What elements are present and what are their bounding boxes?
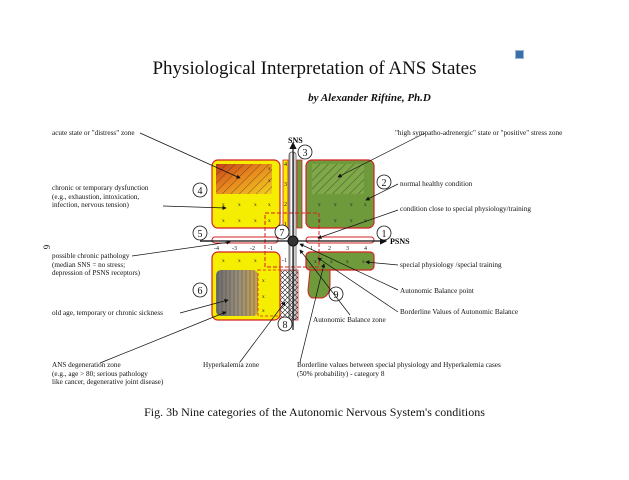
svg-text:x: x — [350, 202, 353, 208]
zone-number-2: 2 — [382, 178, 387, 189]
svg-text:x: x — [262, 308, 265, 314]
zone-number-4: 4 — [198, 186, 203, 197]
svg-text:x: x — [362, 259, 365, 265]
corner-marker-icon — [515, 50, 524, 59]
psns-tick: -1 — [268, 246, 273, 252]
sns-tick: -1 — [282, 258, 287, 264]
label-balance-point: Autonomic Balance point — [400, 287, 474, 295]
svg-text:x: x — [254, 218, 257, 224]
svg-text:x: x — [222, 258, 225, 264]
author-line: by Alexander Riftine, Ph.D — [308, 92, 431, 104]
psns-tick: -2 — [250, 246, 255, 252]
label-hyperkalemia-zone: Hyperkalemia zone — [203, 361, 260, 369]
svg-text:x: x — [318, 202, 321, 208]
svg-text:x: x — [364, 202, 367, 208]
label-line: ANS degeneration zone — [52, 361, 121, 369]
svg-text:x: x — [268, 166, 271, 172]
svg-text:x: x — [350, 218, 353, 224]
autonomic-balance-point — [287, 235, 299, 247]
label-line: possible chronic pathology — [52, 252, 130, 260]
zone-number-8: 8 — [283, 320, 288, 331]
page-title: Physiological Interpretation of ANS Stat… — [152, 58, 477, 79]
label-balance-zone: Autonomic Balance zone — [313, 316, 386, 324]
psns-tick: 3 — [346, 246, 349, 252]
label-special-physiology: special physiology /special training — [400, 261, 502, 269]
svg-text:x: x — [268, 178, 271, 184]
label-acute-zone: acute state or "distress" zone — [52, 129, 135, 137]
svg-text:x: x — [268, 202, 271, 208]
zone-5-strip — [211, 236, 279, 244]
label-line: chronic or temporary dysfunction — [52, 184, 149, 192]
zone-number-6: 6 — [198, 286, 203, 297]
svg-text:x: x — [330, 259, 333, 265]
svg-text:x: x — [254, 202, 257, 208]
label-line: infection, nervous tension) — [52, 201, 129, 210]
label-chronic-dysfunction: chronic or temporary dysfunction (e.g., … — [52, 184, 148, 210]
psns-tick: 1 — [310, 246, 313, 252]
svg-text:x: x — [262, 278, 265, 284]
sns-tick: 1 — [284, 222, 287, 228]
svg-text:x: x — [314, 259, 317, 265]
label-possible-chronic: possible chronic pathology (median SNS =… — [52, 252, 140, 278]
svg-text:x: x — [222, 202, 225, 208]
svg-text:x: x — [318, 218, 321, 224]
zone-number-5: 5 — [198, 229, 203, 240]
sns-tick: 2 — [284, 202, 287, 208]
figure-caption: Fig. 3b Nine categories of the Autonomic… — [144, 405, 485, 419]
sns-tick: 4 — [284, 162, 287, 168]
svg-text:x: x — [254, 258, 257, 264]
label-normal-condition: normal healthy condition — [400, 180, 473, 188]
psns-tick: -4 — [214, 246, 219, 252]
svg-text:x: x — [364, 218, 367, 224]
psns-axis-label: PSNS — [390, 237, 410, 246]
zone-1-strip — [305, 236, 375, 244]
psns-tick: 2 — [328, 246, 331, 252]
label-old-age: old age, temporary or chronic sickness — [52, 309, 163, 317]
label-close-special: condition close to special physiology/tr… — [400, 205, 531, 213]
label-borderline-special: Borderline values between special physio… — [297, 361, 501, 378]
label-high-stress-zone: "high sympatho-adrenergic" state or "pos… — [395, 129, 563, 137]
label-degeneration-zone: ANS degeneration zone (e.g., age > 80; s… — [52, 361, 163, 387]
sns-tick: 3 — [284, 182, 287, 188]
psns-tick: -3 — [232, 246, 237, 252]
svg-text:x: x — [238, 258, 241, 264]
svg-text:x: x — [334, 202, 337, 208]
svg-text:x: x — [346, 259, 349, 265]
psns-tick: 4 — [364, 246, 367, 252]
label-line: (median SNS = no stress; — [52, 260, 126, 269]
svg-text:x: x — [238, 218, 241, 224]
label-line: like cancer, degenerative joint disease) — [52, 378, 164, 387]
label-line: (e.g., age > 80; serious pathology — [52, 369, 148, 378]
label-line: depression of PSNS receptors) — [52, 269, 141, 278]
zone-number-3: 3 — [303, 148, 308, 159]
sns-axis-label: SNS — [288, 136, 303, 145]
zone-number-1: 1 — [382, 229, 387, 240]
svg-text:x: x — [262, 294, 265, 300]
label-line: (50% probability) - category 8 — [297, 369, 385, 378]
svg-text:x: x — [268, 218, 271, 224]
borderline-balance-box — [264, 212, 320, 268]
svg-text:x: x — [238, 202, 241, 208]
label-line: Borderline values between special physio… — [297, 361, 501, 369]
svg-text:x: x — [334, 218, 337, 224]
svg-text:x: x — [222, 218, 225, 224]
label-line: (e.g., exhaustion, intoxication, — [52, 192, 140, 201]
zone-number-7: 7 — [280, 228, 285, 239]
label-borderline-balance: Borderline Values of Autonomic Balance — [400, 308, 519, 316]
zone-number-9: 9 — [334, 290, 339, 301]
